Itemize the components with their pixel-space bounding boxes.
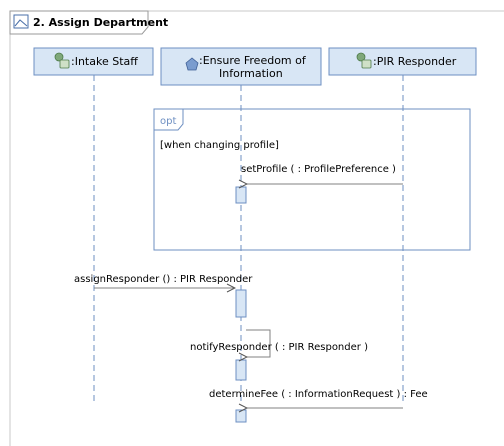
message-label: assignResponder () : PIR Responder (74, 274, 253, 285)
diagram-title: 2. Assign Department (33, 16, 168, 29)
combined-fragment-opt[interactable]: opt [when changing profile] (153, 108, 471, 251)
lifeline-label-line2: Information (219, 67, 283, 80)
lifeline-ensure-foi[interactable]: :Ensure Freedom of Information (160, 47, 322, 404)
diagram-frame: 2. Assign Department (9, 10, 504, 446)
message-determine-fee[interactable]: determineFee ( : InformationRequest ) : … (209, 389, 428, 408)
lifeline-label: :Intake Staff (71, 55, 138, 68)
message-notify-responder[interactable]: notifyResponder ( : PIR Responder ) (190, 329, 368, 357)
activation-bar (235, 289, 247, 318)
message-label: setProfile ( : ProfilePreference ) (241, 164, 396, 175)
lifeline-label: :PIR Responder (373, 55, 457, 68)
activation-bar (235, 409, 247, 423)
fragment-guard: [when changing profile] (160, 140, 279, 151)
message-label: notifyResponder ( : PIR Responder ) (190, 342, 368, 353)
lifeline-label-line1: :Ensure Freedom of (199, 54, 307, 67)
lifeline-intake-staff[interactable]: :Intake Staff (33, 47, 154, 404)
lifeline-pir-responder[interactable]: :PIR Responder (328, 47, 477, 404)
actor-icon (54, 52, 70, 69)
message-set-profile[interactable]: setProfile ( : ProfilePreference ) (241, 164, 403, 184)
diagram-icon (13, 14, 29, 29)
message-assign-responder[interactable]: assignResponder () : PIR Responder (74, 274, 253, 288)
activation-bar (235, 186, 247, 204)
component-icon (185, 57, 199, 71)
message-label: determineFee ( : InformationRequest ) : … (209, 389, 428, 400)
activation-bar (235, 359, 247, 381)
fragment-operator: opt (160, 116, 176, 127)
actor-icon (356, 52, 372, 69)
